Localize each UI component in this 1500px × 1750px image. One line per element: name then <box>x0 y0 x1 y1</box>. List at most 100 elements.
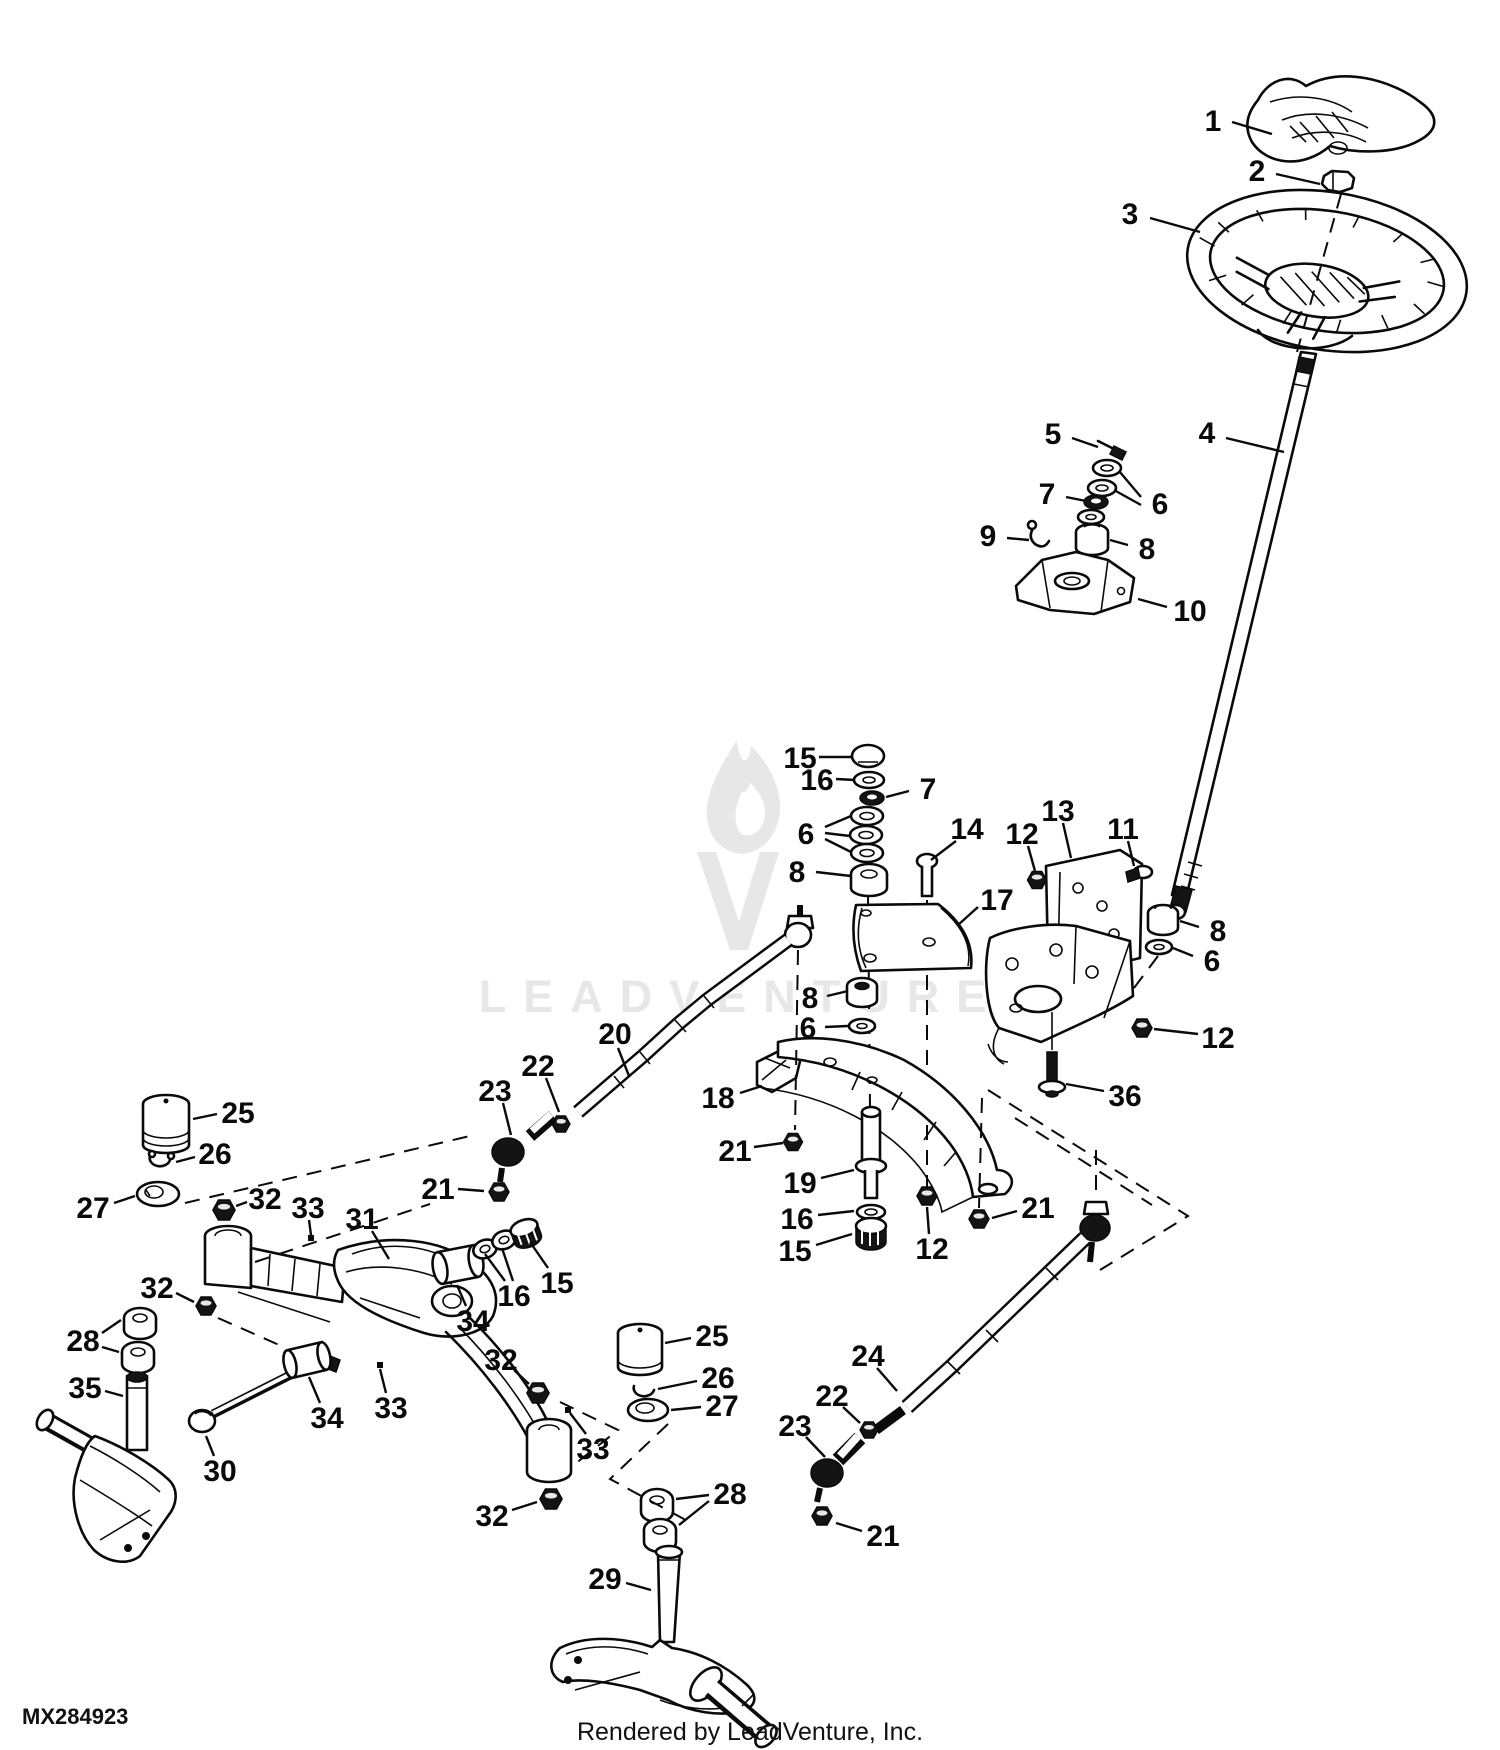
leader-line <box>815 1232 853 1247</box>
steering-shaft-drawing <box>1165 350 1318 921</box>
leader-line <box>484 1253 506 1282</box>
part-label-34: 34 <box>456 1305 490 1338</box>
leader-line <box>835 777 856 782</box>
part-label-16: 16 <box>800 764 833 797</box>
part-label-2: 2 <box>1249 155 1266 188</box>
part-label-8: 8 <box>1139 533 1156 566</box>
leader-line <box>1172 946 1194 958</box>
leader-line <box>1109 538 1129 547</box>
part-label-23: 23 <box>478 1075 511 1108</box>
part-label-30: 30 <box>203 1455 236 1488</box>
flame-icon <box>706 740 781 854</box>
leader-line <box>1071 436 1099 449</box>
leader-line <box>1065 495 1087 503</box>
part-label-18: 18 <box>701 1082 734 1115</box>
leader-line <box>307 1376 322 1404</box>
part-label-8: 8 <box>789 856 806 889</box>
left-spindle-drawing <box>35 1408 177 1563</box>
part-label-35: 35 <box>68 1372 101 1405</box>
leader-line <box>1225 436 1285 454</box>
leader-line <box>1179 919 1200 929</box>
image-code: MX284923 <box>22 1704 128 1729</box>
leader-line <box>616 1047 631 1077</box>
part-label-28: 28 <box>713 1478 746 1511</box>
leader-line <box>739 1084 763 1095</box>
part-label-15: 15 <box>778 1235 811 1268</box>
lower-bracket-drawing <box>984 923 1153 1098</box>
leader-line <box>175 1291 195 1304</box>
leader-line <box>1275 172 1321 186</box>
leader-line <box>876 1367 898 1392</box>
part-label-27: 27 <box>705 1390 738 1423</box>
part-label-17: 17 <box>980 884 1013 917</box>
part-label-11: 11 <box>1107 813 1139 846</box>
part-label-3: 3 <box>1122 198 1139 231</box>
leader-line <box>805 1436 826 1458</box>
leader-line <box>835 1521 863 1533</box>
leader-line <box>1126 840 1136 867</box>
leader-line <box>826 989 849 998</box>
leader-line <box>175 1155 196 1164</box>
part-label-33: 33 <box>291 1192 324 1225</box>
part-label-8: 8 <box>1210 915 1227 948</box>
leader-line <box>455 1284 468 1307</box>
wheel-lower-horn-drawing <box>1256 328 1354 350</box>
leadventure-logo-inner-icon <box>710 874 762 942</box>
part-label-21: 21 <box>718 1135 751 1168</box>
leader-line <box>1065 1082 1105 1093</box>
part-label-21: 21 <box>421 1173 454 1206</box>
part-label-15: 15 <box>540 1267 573 1300</box>
leader-line <box>378 1368 388 1394</box>
shaft-lower-collar-drawing <box>1127 903 1180 997</box>
front-drag-link-drawing <box>488 905 815 1202</box>
leader-line <box>204 1435 216 1457</box>
leader-line <box>824 831 851 838</box>
part-label-6: 6 <box>1152 488 1169 521</box>
part-label-19: 19 <box>783 1167 816 1200</box>
part-label-26: 26 <box>701 1362 734 1395</box>
leader-line <box>307 1219 313 1236</box>
dashed-reference-lines <box>184 1089 1190 1525</box>
leader-line <box>1137 597 1168 609</box>
leader-line <box>885 789 910 799</box>
part-label-21: 21 <box>1021 1192 1054 1225</box>
leader-line <box>1153 1027 1199 1036</box>
part-label-5: 5 <box>1045 418 1062 451</box>
leader-line <box>101 1345 120 1354</box>
leader-line <box>513 1369 530 1385</box>
part-label-7: 7 <box>1039 478 1056 511</box>
leader-line <box>500 1247 515 1282</box>
right-spindle-drawing <box>525 1322 778 1749</box>
part-label-33: 33 <box>576 1433 609 1466</box>
part-label-24: 24 <box>851 1340 885 1373</box>
part-label-32: 32 <box>248 1183 281 1216</box>
leader-line <box>824 1024 849 1029</box>
part-label-4: 4 <box>1199 417 1216 450</box>
part-label-36: 36 <box>1108 1080 1141 1113</box>
leader-line <box>1026 845 1037 872</box>
leader-line <box>1113 488 1142 507</box>
part-label-16: 16 <box>780 1203 813 1236</box>
part-label-12: 12 <box>1201 1022 1234 1055</box>
part-label-32: 32 <box>140 1272 173 1305</box>
mount-plate-drawing <box>852 852 973 1188</box>
leader-line <box>501 1102 513 1136</box>
render-credit: Rendered by LeadVenture, Inc. <box>577 1718 923 1746</box>
part-label-22: 22 <box>815 1380 848 1413</box>
leader-line <box>753 1141 784 1149</box>
part-label-12: 12 <box>1005 818 1038 851</box>
rear-drag-link-drawing <box>810 1150 1111 1526</box>
part-label-1: 1 <box>1205 105 1222 138</box>
part-label-8: 8 <box>802 982 819 1015</box>
watermark: LEADVENTURE <box>479 740 986 1022</box>
part-label-21: 21 <box>866 1520 899 1553</box>
leader-line <box>925 1206 931 1235</box>
part-label-23: 23 <box>778 1410 811 1443</box>
leader-line <box>842 1406 861 1424</box>
steering-wheel-drawing <box>1185 188 1469 354</box>
leader-line <box>569 1412 587 1435</box>
part-label-6: 6 <box>798 818 815 851</box>
part-label-6: 6 <box>800 1012 817 1045</box>
